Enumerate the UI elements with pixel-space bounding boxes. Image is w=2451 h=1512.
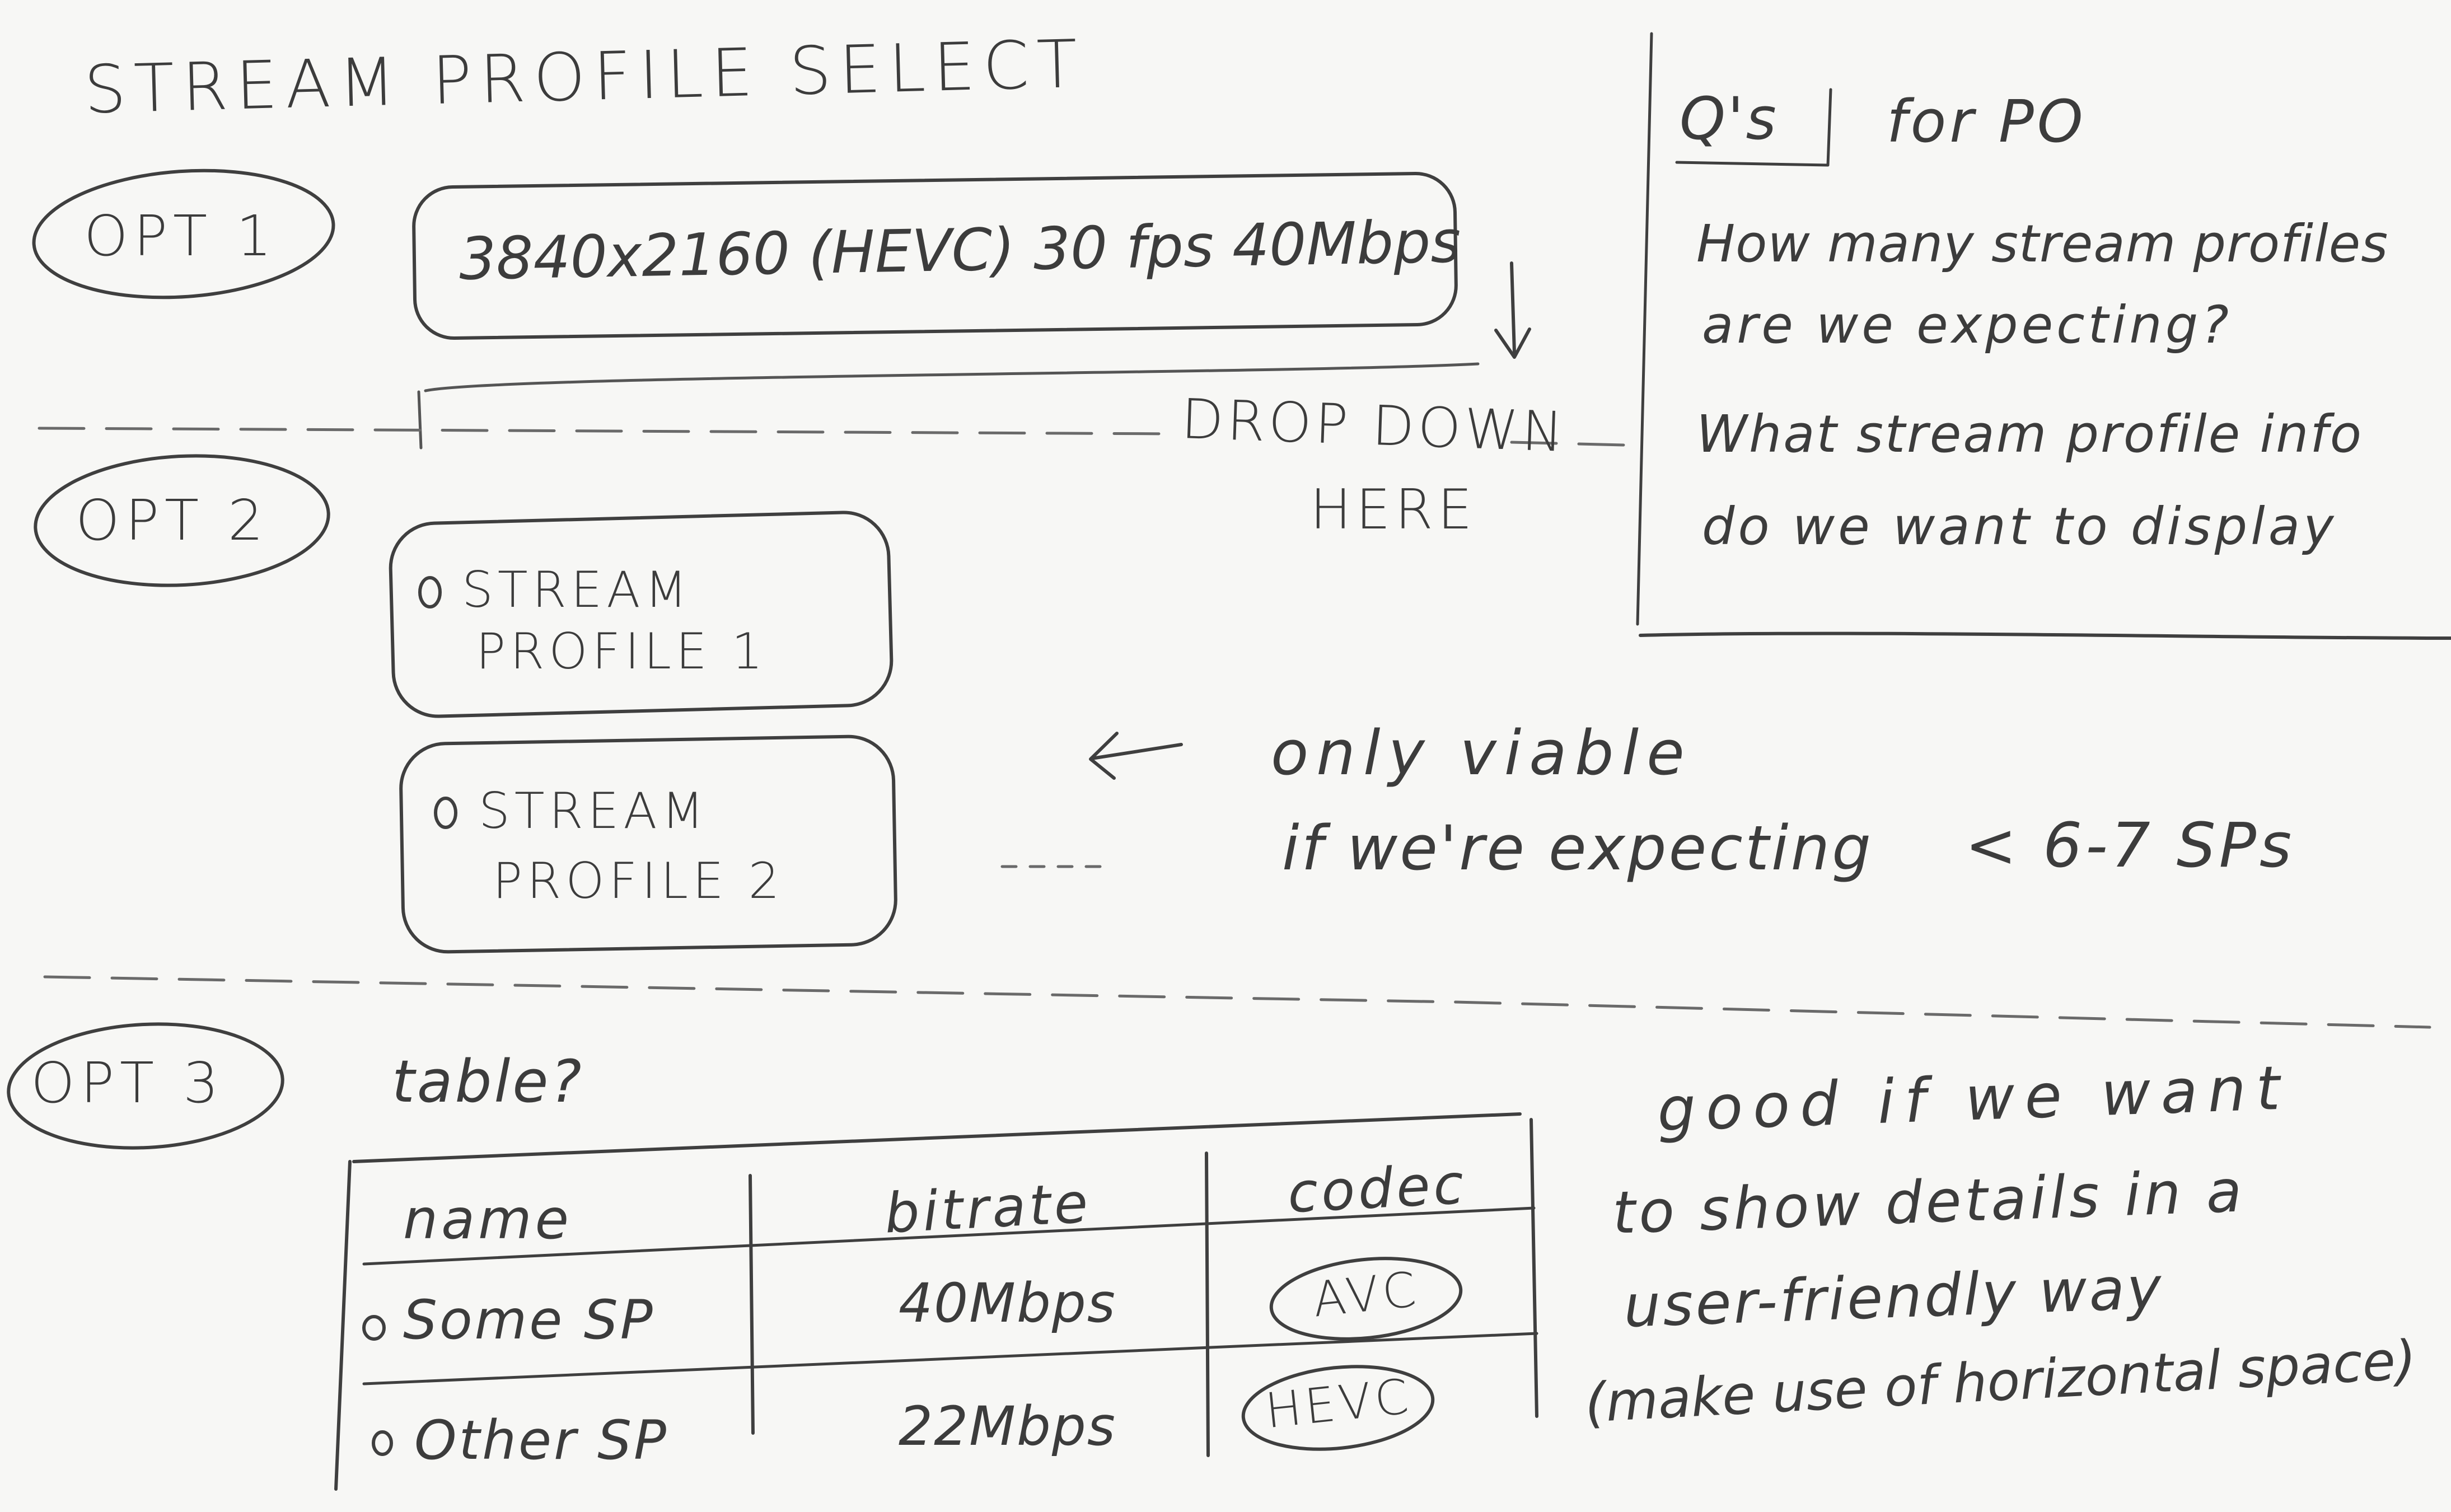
radio-2-label-line2: PROFILE 2: [493, 852, 784, 910]
radio-button-other-sp: [372, 1430, 393, 1456]
qs-header-right: for PO: [1887, 87, 2087, 156]
opt3-note-line3: user-friendly way: [1622, 1253, 2165, 1341]
radio-button-profile-2: [434, 797, 457, 829]
opt2-note-line2: if we're expecting: [1282, 812, 1873, 884]
qs-box-left-edge: [1636, 32, 1653, 626]
opt2-label: OPT 2: [76, 488, 269, 553]
table-cell-codec: AVC: [1310, 1261, 1422, 1328]
radio-button-profile-1: [418, 576, 442, 608]
opt1-label-circle: [32, 168, 335, 299]
opt1-dropdown-box: [412, 171, 1458, 340]
codec-badge-avc: [1269, 1257, 1463, 1341]
radio-2-label-line1: STREAM: [479, 782, 709, 840]
qs-header-underline: [1675, 88, 1832, 167]
opt2-note-line3: < 6-7 SPs: [1965, 809, 2295, 881]
table-cell-codec: HEVC: [1262, 1368, 1415, 1440]
opt1-dropdown-value[interactable]: 3840x2160 (HEVC) 30 fps 40Mbps: [459, 207, 1462, 293]
opt1-note-line1: DROP DOWN: [1180, 387, 1568, 465]
question-2-line2: do we want to display: [1702, 497, 2337, 556]
qs-box-bottom-edge: [1639, 631, 2451, 640]
opt1-down-arrow: [1494, 261, 1531, 359]
table-cell-bitrate: 22Mbps: [899, 1395, 1116, 1458]
opt2-radio-box-2: [399, 734, 897, 954]
opt2-left-arrow: [1089, 732, 1183, 780]
opt3-label: OPT 3: [31, 1050, 224, 1116]
table-cell-bitrate: 40Mbps: [899, 1272, 1116, 1335]
radio-button-some-sp: [362, 1315, 386, 1341]
qs-header-left: Q's: [1680, 85, 1779, 153]
table-cell-name: Some SP: [403, 1289, 655, 1351]
opt2-note-line1: only viable: [1271, 717, 1692, 789]
separator-1: [38, 427, 1625, 447]
separator-2: [43, 975, 2431, 1029]
radio-1-label-line1: STREAM: [462, 561, 692, 619]
question-1-line2: are we expecting?: [1702, 295, 2232, 355]
table-cell-name: Other SP: [414, 1409, 668, 1472]
codec-badge-hevc: [1241, 1365, 1435, 1451]
table-header-codec: codec: [1286, 1152, 1468, 1226]
opt3-label-circle: [7, 1022, 284, 1150]
table-header-name: name: [403, 1188, 572, 1252]
opt2-label-circle: [34, 454, 330, 587]
opt1-label: OPT 1: [84, 203, 278, 269]
opt1-dropdown-open-edge: [424, 362, 1480, 392]
opt3-question: table?: [392, 1047, 584, 1116]
question-2-line1: What stream profile info: [1696, 404, 2364, 464]
table-header-bitrate: bitrate: [883, 1171, 1093, 1246]
opt1-note-line2: HERE: [1310, 478, 1477, 542]
opt3-table-lines: [334, 1112, 1538, 1491]
question-1-line1: How many stream profiles: [1696, 214, 2389, 274]
radio-1-label-line2: PROFILE 1: [476, 622, 768, 680]
opt2-radio-box-1: [389, 511, 894, 718]
